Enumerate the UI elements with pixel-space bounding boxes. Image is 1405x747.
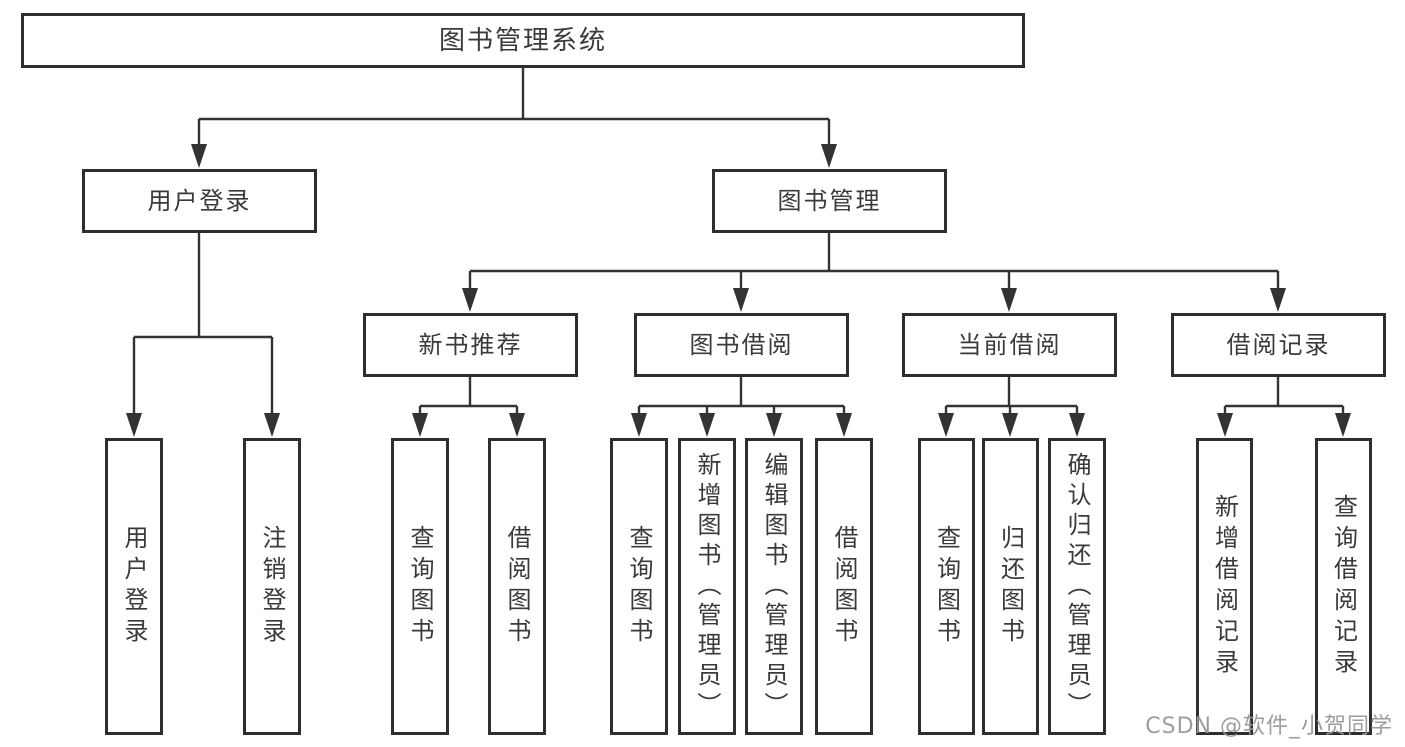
node-book-borrowing: 图书借阅	[634, 313, 849, 377]
node-borrow-records: 借阅记录	[1171, 313, 1386, 377]
leaf-current-query-books: 查询图书	[918, 438, 975, 735]
leaf-user-login: 用户登录	[105, 438, 163, 735]
leaf-borrowing-query-books: 查询图书	[610, 438, 668, 735]
node-current-borrowing: 当前借阅	[902, 313, 1117, 377]
node-new-book-recommend: 新书推荐	[363, 313, 578, 377]
leaf-records-query-borrow-record: 查询借阅记录	[1315, 438, 1372, 735]
leaf-logout-login: 注销登录	[243, 438, 301, 735]
node-user-login: 用户登录	[82, 169, 317, 233]
leaf-current-confirm-return-admin: 确认归还（管理员）	[1048, 438, 1106, 735]
leaf-recommend-borrow-books: 借阅图书	[488, 438, 546, 735]
tree-branch-lines	[132, 68, 1345, 417]
leaf-borrowing-edit-books-admin: 编辑图书（管理员）	[745, 438, 803, 735]
arrowheads	[126, 144, 1351, 437]
leaf-records-add-borrow-record: 新增借阅记录	[1196, 438, 1253, 735]
leaf-recommend-query-books: 查询图书	[391, 438, 449, 735]
leaf-borrowing-borrow-books: 借阅图书	[815, 438, 873, 735]
node-library-management-system: 图书管理系统	[21, 13, 1025, 68]
leaf-current-return-books: 归还图书	[982, 438, 1039, 735]
leaf-borrowing-add-books-admin: 新增图书（管理员）	[678, 438, 736, 735]
csdn-watermark: CSDN @软件_小贺同学	[1145, 714, 1393, 739]
node-book-management: 图书管理	[712, 169, 947, 233]
